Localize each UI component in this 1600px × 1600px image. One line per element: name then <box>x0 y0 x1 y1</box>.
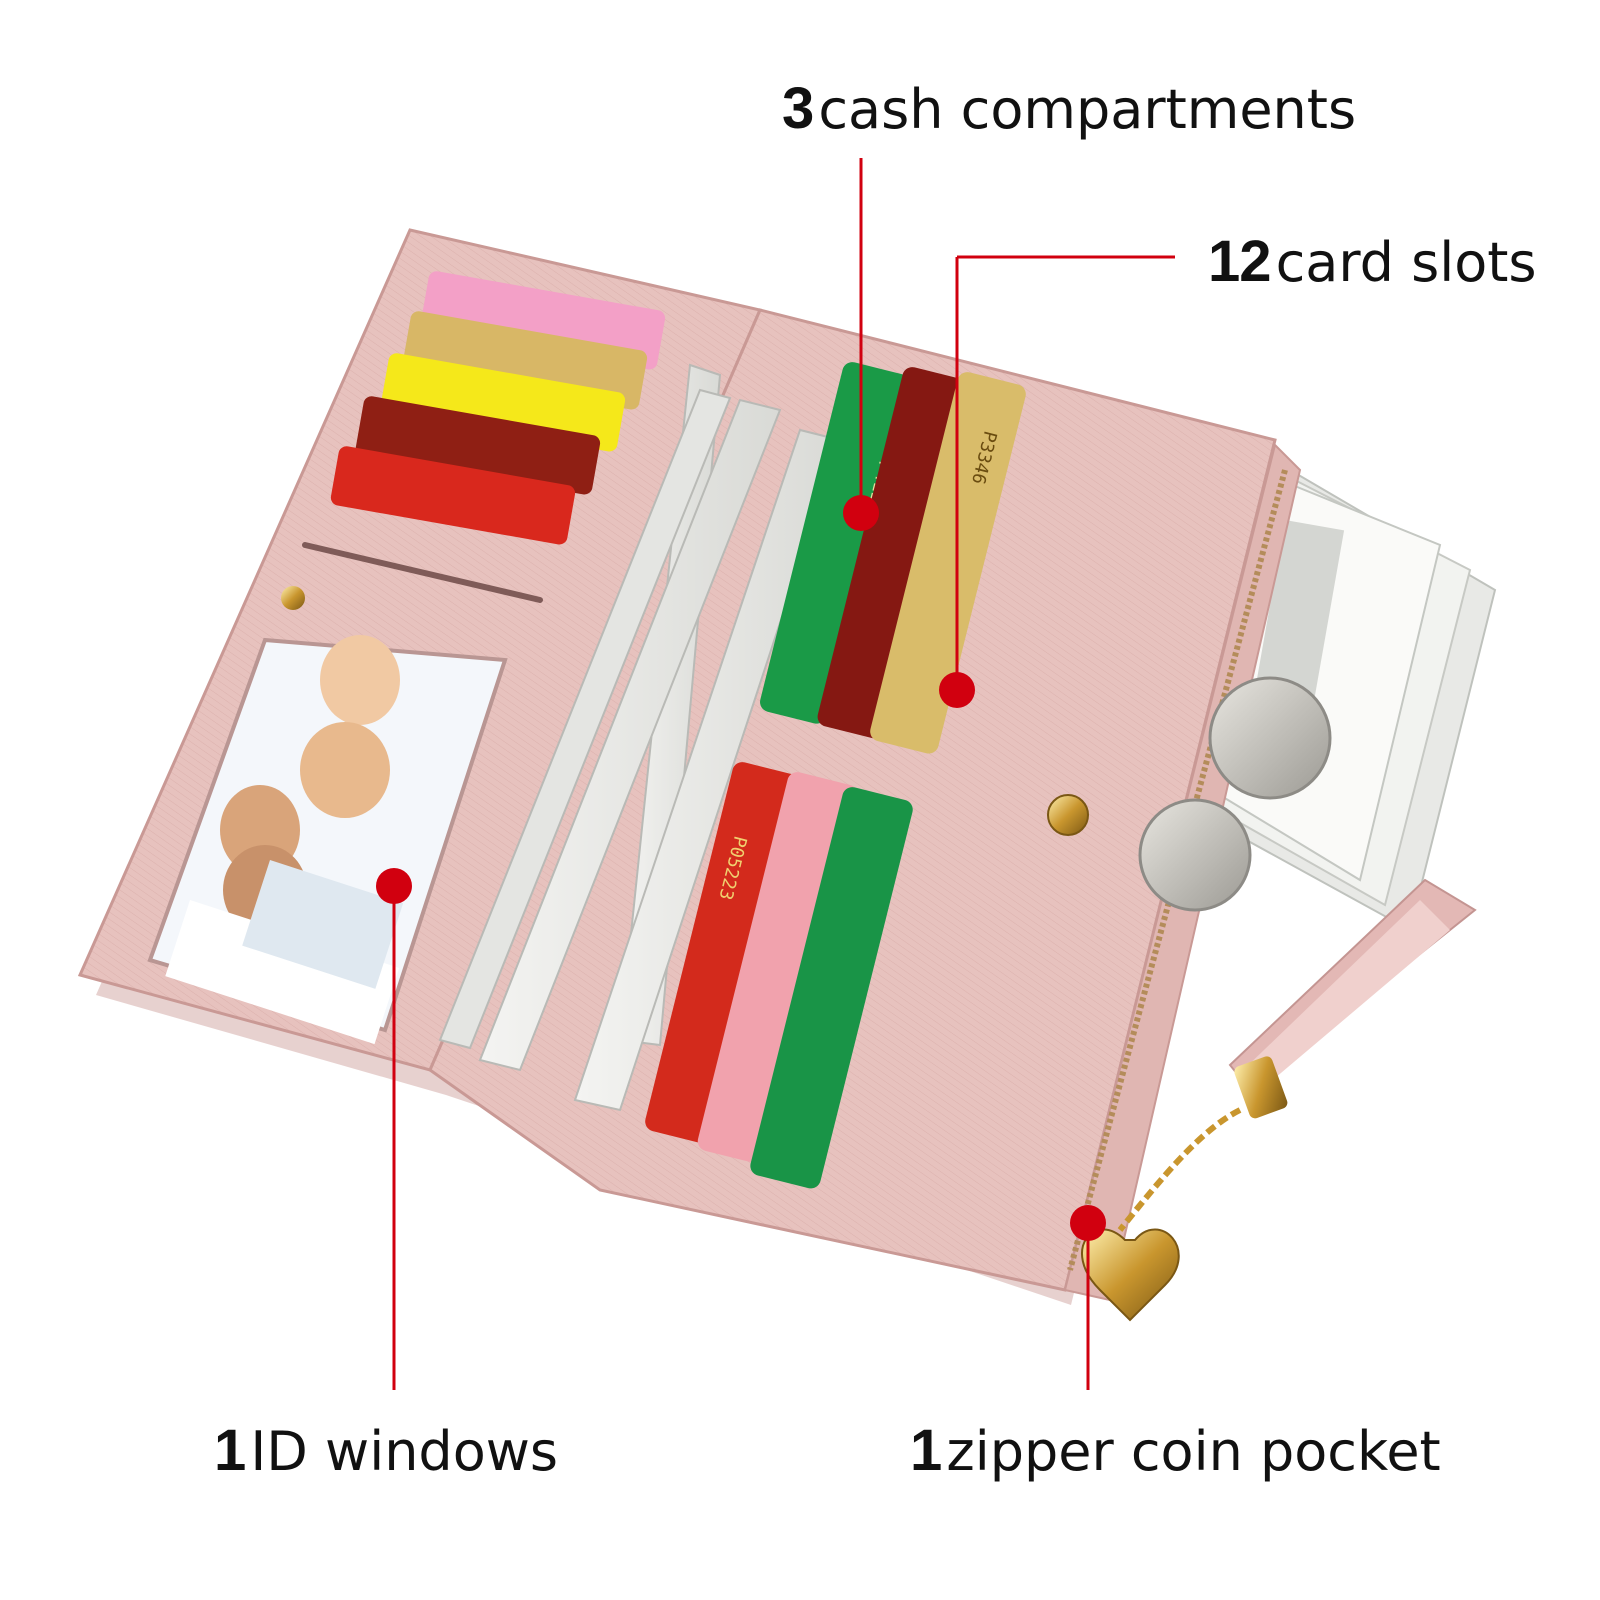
card-red <box>330 446 576 545</box>
snap-button-left <box>281 586 305 610</box>
pointer-dot-zip <box>1070 1205 1106 1241</box>
coins <box>1138 676 1332 912</box>
callout-cash-compartments: 3 cash compartments <box>782 80 1356 138</box>
card-green-upper <box>760 362 909 724</box>
callout-id-windows: 1 ID windows <box>214 1422 558 1480</box>
snap-button-right <box>1047 794 1089 836</box>
callout-zipper-number: 1 <box>910 1418 942 1483</box>
callout-cash-text: cash compartments <box>818 78 1357 141</box>
pointer-dot-cash <box>843 495 879 531</box>
callout-id-number: 1 <box>214 1418 246 1483</box>
card-yellow <box>380 353 626 452</box>
tassel-charm <box>1081 878 1477 1322</box>
pointer-dot-cards <box>939 672 975 708</box>
callout-cash-number: 3 <box>782 76 814 141</box>
card-pink-lower <box>697 772 858 1164</box>
card-green-lower <box>750 787 913 1189</box>
callout-cards-text: card slots <box>1275 231 1537 294</box>
right-card-slots-lower: P05223 <box>645 762 1089 1189</box>
heart-charm <box>1081 1228 1180 1322</box>
card-gold-upper <box>870 372 1026 754</box>
pointer-dot-id <box>376 868 412 904</box>
card-red-lower <box>645 762 803 1145</box>
callout-card-slots: 12 card slots <box>1208 233 1537 291</box>
callout-id-text: ID windows <box>250 1420 559 1483</box>
card-darkred <box>355 396 601 495</box>
card-darkred-upper <box>817 367 969 739</box>
callout-zipper-text: zipper coin pocket <box>946 1420 1441 1483</box>
left-card-slots <box>281 271 666 610</box>
callout-cards-number: 12 <box>1208 229 1272 294</box>
card-gold <box>402 311 648 410</box>
callout-zipper-coin-pocket: 1 zipper coin pocket <box>910 1422 1441 1480</box>
pointer-lines <box>376 158 1175 1390</box>
id-window <box>147 635 508 1045</box>
